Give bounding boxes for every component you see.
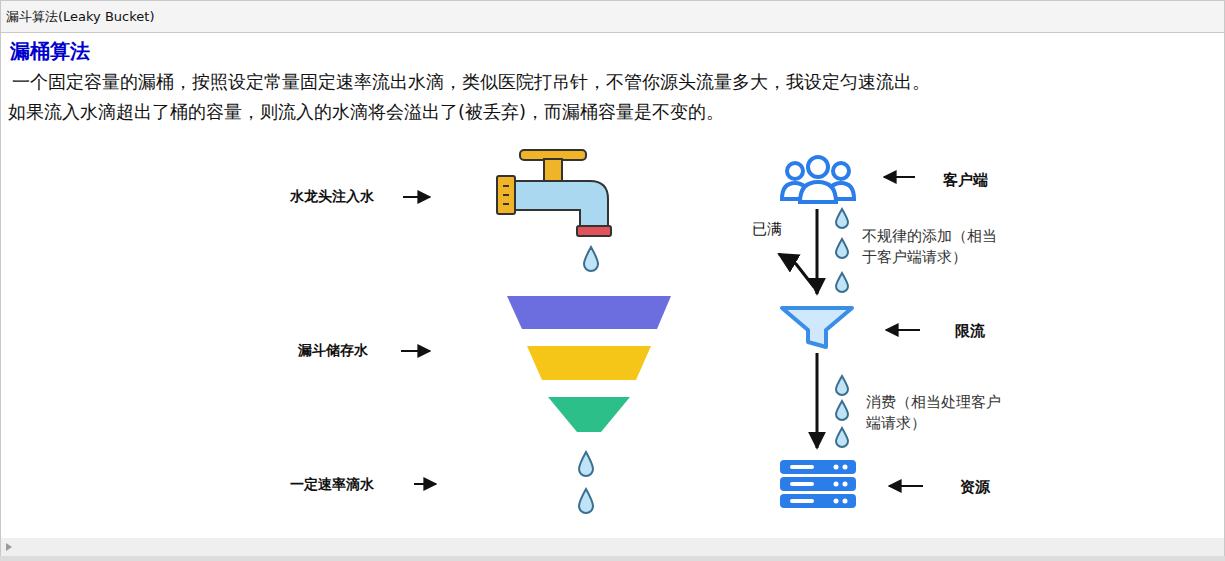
- icon: [778, 152, 858, 206]
- icon-node: 资源: [778, 456, 858, 514]
- title-bar: [0, 0, 1225, 32]
- title-bar-border: [0, 32, 1225, 33]
- window-title: 漏斗算法(Leaky Bucket): [6, 8, 154, 26]
- paragraph-line: 如果流入水滴超出了桶的容量，则流入的水滴将会溢出了(被丢弃)，而漏桶容量是不变的…: [8, 100, 724, 124]
- server-icon: [780, 460, 856, 508]
- request-drops: [836, 209, 848, 447]
- scroll-arrow: [6, 543, 12, 551]
- paragraph-line: 一个固定容量的漏桶，按照设定常量固定速率流出水滴，类似医院打吊针，不管你源头流量…: [12, 70, 930, 94]
- overflow-arrow: [779, 254, 814, 287]
- water-drops: [579, 247, 598, 513]
- pointer-arrows: [401, 177, 923, 486]
- scrollbar: [1, 538, 1224, 556]
- flow-arrow: [816, 209, 819, 294]
- icon: [778, 302, 856, 350]
- funnel-illustration: [507, 296, 671, 432]
- funnel-icon: [782, 308, 852, 347]
- node-label: 限流: [955, 322, 985, 341]
- illustration-label: 漏斗储存水: [298, 342, 368, 360]
- users-icon: [782, 157, 854, 202]
- tap-illustration: [497, 150, 611, 236]
- illustration-label: 水龙头注入水: [290, 188, 374, 206]
- node-label: 客户端: [943, 171, 988, 190]
- overflow-label: 已满: [752, 220, 782, 239]
- edge-label: 不规律的添加（相当于客户端请求）: [862, 226, 1002, 268]
- flow-arrow: [816, 353, 819, 448]
- status-strip: [0, 556, 1225, 561]
- icon-node: 客户端: [778, 152, 858, 206]
- icon: [778, 456, 858, 514]
- edge-label: 消费（相当处理客户端请求）: [866, 392, 1006, 434]
- icon-node: 限流: [778, 302, 856, 350]
- heading: 漏桶算法: [10, 38, 90, 65]
- illustration-label: 一定速率滴水: [290, 476, 374, 494]
- node-label: 资源: [960, 478, 990, 497]
